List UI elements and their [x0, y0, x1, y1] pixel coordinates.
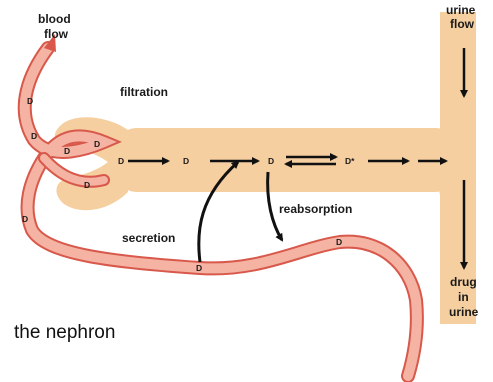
vessel-drug-3: D: [64, 146, 70, 156]
tubule-metabolite: D*: [345, 156, 355, 166]
vessel-drug-6: D: [22, 214, 28, 224]
label-drug-in-urine-line3: urine: [449, 305, 479, 319]
label-blood-flow-line1: blood: [38, 12, 71, 26]
label-filtration: filtration: [120, 85, 168, 99]
vessel-drug-5: D: [84, 180, 90, 190]
tubule-drug-filtered: D: [118, 156, 124, 166]
label-secretion: secretion: [122, 231, 175, 245]
label-reabsorption: reabsorption: [279, 202, 352, 216]
label-urine-flow-line1: urine: [446, 3, 476, 17]
diagram-caption: the nephron: [14, 322, 115, 344]
label-drug-in-urine-line2: in: [458, 290, 469, 304]
vessel-drug-7: D: [196, 263, 202, 273]
tubule-drug-reabsorbed: D: [268, 156, 274, 166]
label-urine-flow-line2: flow: [450, 17, 475, 31]
tubule-drug-secreted: D: [183, 156, 189, 166]
vessel-drug-1: D: [27, 96, 33, 106]
label-blood-flow-line2: flow: [44, 27, 69, 41]
vessel-drug-8: D: [336, 237, 342, 247]
label-drug-in-urine-line1: drug: [450, 275, 477, 289]
vessel-drug-4: D: [94, 139, 100, 149]
vessel-drug-2: D: [31, 131, 37, 141]
